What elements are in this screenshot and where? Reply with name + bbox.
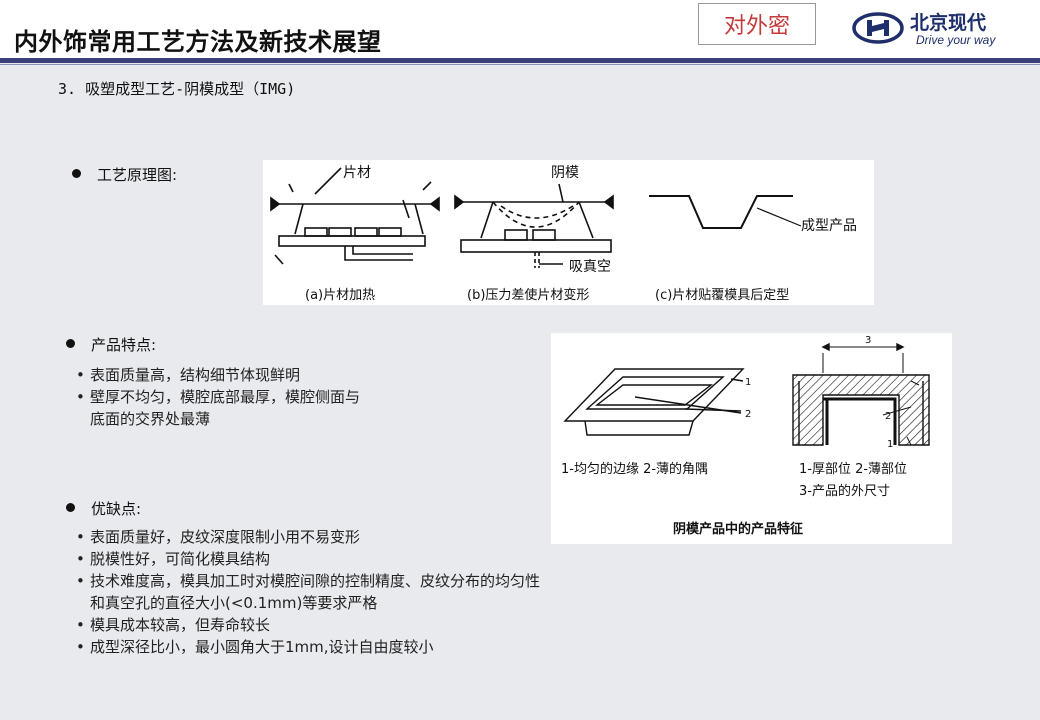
pros-cons-list: 表面质量好，皮纹深度限制小用不易变形 脱模性好，可简化模具结构 技术难度高，模具…: [74, 526, 540, 658]
section-heading: 3. 吸塑成型工艺-阴模成型（IMG): [58, 80, 296, 98]
brand-slogan: Drive your way: [916, 33, 996, 47]
callout-2-right: 2: [885, 411, 891, 422]
list-item: 技术难度高，模具加工时对模腔间隙的控制精度、皮纹分布的均匀性: [74, 570, 540, 592]
title-rule: [0, 58, 1040, 63]
features-list: 表面质量高，结构细节体现鲜明 壁厚不均匀，模腔底部最厚，模腔侧面与 底面的交界处…: [74, 364, 360, 430]
tray-illustration: [563, 368, 745, 436]
bullet-dot: [66, 503, 75, 512]
diagram-b: [454, 183, 614, 268]
slide-header: 内外饰常用工艺方法及新技术展望 对外密 北京现代 Drive your way: [0, 0, 1040, 58]
brand-name: 北京现代: [910, 12, 987, 34]
principle-diagram: 片材 阴模 吸真空 成型产品 (a)片材加热 (b)压力差使片材变形 (c)片材…: [263, 160, 874, 305]
feature-caption-right-2: 3-产品的外尺寸: [799, 483, 890, 499]
title-rule-thin: [0, 64, 1040, 65]
feature-caption-right-1: 1-厚部位 2-薄部位: [799, 462, 907, 477]
pros-cons-heading-text: 优缺点:: [91, 500, 142, 518]
principle-diagram-svg: 片材 阴模 吸真空 成型产品 (a)片材加热 (b)压力差使片材变形 (c)片材…: [270, 165, 857, 303]
bullet-dot: [72, 169, 81, 178]
features-heading-text: 产品特点:: [91, 336, 157, 354]
female-mold-label: 阴模: [551, 165, 579, 181]
confidential-label: 对外密: [698, 3, 816, 45]
hyundai-emblem-icon: [852, 12, 904, 44]
list-item: 模具成本较高，但寿命较长: [74, 614, 540, 636]
features-heading: 产品特点:: [66, 334, 156, 355]
caption-a: (a)片材加热: [305, 288, 375, 303]
formed-product-label: 成型产品: [801, 218, 857, 234]
bullet-dot: [66, 339, 75, 348]
list-item: 表面质量好，皮纹深度限制小用不易变形: [74, 526, 540, 548]
sheet-label: 片材: [343, 165, 371, 181]
feature-figure-svg: 1 2 3 2 1 1-均匀的边缘 2-薄的角隅 1-厚部位 2-薄部位 3-产…: [561, 335, 930, 537]
caption-b: (b)压力差使片材变形: [467, 287, 589, 303]
pros-cons-heading: 优缺点:: [66, 498, 141, 519]
cross-section-illustration: [792, 342, 930, 446]
brand-logo: 北京现代 Drive your way: [852, 6, 1028, 52]
diagram-a: [270, 167, 440, 265]
page-title: 内外饰常用工艺方法及新技术展望: [14, 28, 382, 56]
feature-caption-left: 1-均匀的边缘 2-薄的角隅: [561, 461, 708, 477]
feature-figure-title: 阴模产品中的产品特征: [673, 521, 803, 537]
list-item-continuation: 底面的交界处最薄: [90, 410, 211, 428]
vacuum-label: 吸真空: [569, 259, 611, 275]
list-item: 壁厚不均匀，模腔底部最厚，模腔侧面与: [74, 386, 360, 408]
diagram-c: [649, 195, 802, 229]
list-item-continuation: 和真空孔的直径大小(<0.1mm)等要求严格: [90, 594, 378, 612]
callout-3-right: 3: [865, 335, 871, 346]
caption-c: (c)片材贴覆模具后定型: [655, 288, 789, 303]
feature-figure: 1 2 3 2 1 1-均匀的边缘 2-薄的角隅 1-厚部位 2-薄部位 3-产…: [551, 333, 952, 544]
list-item: 成型深径比小，最小圆角大于1mm,设计自由度较小: [74, 636, 540, 658]
list-item: 脱模性好，可简化模具结构: [74, 548, 540, 570]
list-item: 表面质量高，结构细节体现鲜明: [74, 364, 360, 386]
principle-heading: 工艺原理图:: [72, 164, 177, 185]
callout-1-right: 1: [887, 439, 893, 450]
callout-1-left: 1: [745, 377, 751, 388]
callout-2-left: 2: [745, 409, 751, 420]
principle-heading-text: 工艺原理图:: [97, 166, 178, 184]
